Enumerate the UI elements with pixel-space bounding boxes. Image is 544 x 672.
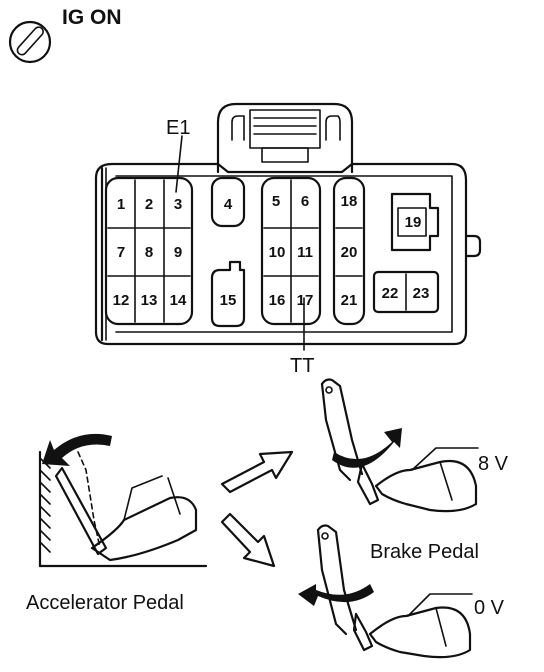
pin-13: 13 — [141, 292, 158, 309]
pin-12: 12 — [113, 292, 130, 309]
pin-3: 3 — [174, 196, 182, 213]
pin-18: 18 — [341, 193, 358, 210]
diagnostic-connector — [94, 102, 482, 351]
pin-23: 23 — [413, 285, 430, 302]
pin-15: 15 — [220, 292, 237, 309]
pin-14: 14 — [170, 292, 187, 309]
pin-21: 21 — [341, 292, 358, 309]
pin-9: 9 — [174, 244, 182, 261]
pin-4: 4 — [224, 196, 233, 213]
pin-20: 20 — [341, 244, 358, 261]
depressed-voltage-label: 8 V — [478, 453, 509, 475]
ig-on-label: IG ON — [62, 6, 122, 29]
brake-pedal-released-illustration — [298, 524, 473, 659]
pin-2: 2 — [145, 196, 153, 213]
accelerator-pedal-illustration — [38, 433, 208, 568]
arrow-to-depressed-icon — [220, 450, 294, 494]
arrow-to-released-icon — [220, 512, 276, 568]
pin-8: 8 — [145, 244, 153, 261]
e1-terminal-label: E1 — [166, 117, 190, 139]
pin-19: 19 — [405, 214, 422, 231]
pin-1: 1 — [117, 196, 125, 213]
pin-10: 10 — [269, 244, 286, 261]
pin-7: 7 — [117, 244, 125, 261]
pin-22: 22 — [382, 285, 399, 302]
pin-16: 16 — [269, 292, 286, 309]
accelerator-pedal-label: Accelerator Pedal — [26, 592, 184, 614]
tt-terminal-label: TT — [290, 355, 314, 377]
ignition-key-icon — [8, 20, 52, 64]
pin-6: 6 — [301, 193, 309, 210]
pin-17: 17 — [297, 292, 314, 309]
released-voltage-label: 0 V — [474, 597, 505, 619]
connector-pin-labels: 1 2 3 4 5 6 7 8 9 10 11 12 13 14 15 16 1… — [113, 193, 430, 309]
pin-5: 5 — [272, 193, 280, 210]
brake-pedal-depressed-illustration — [320, 378, 479, 513]
pin-11: 11 — [297, 244, 313, 261]
brake-pedal-label: Brake Pedal — [370, 541, 479, 563]
